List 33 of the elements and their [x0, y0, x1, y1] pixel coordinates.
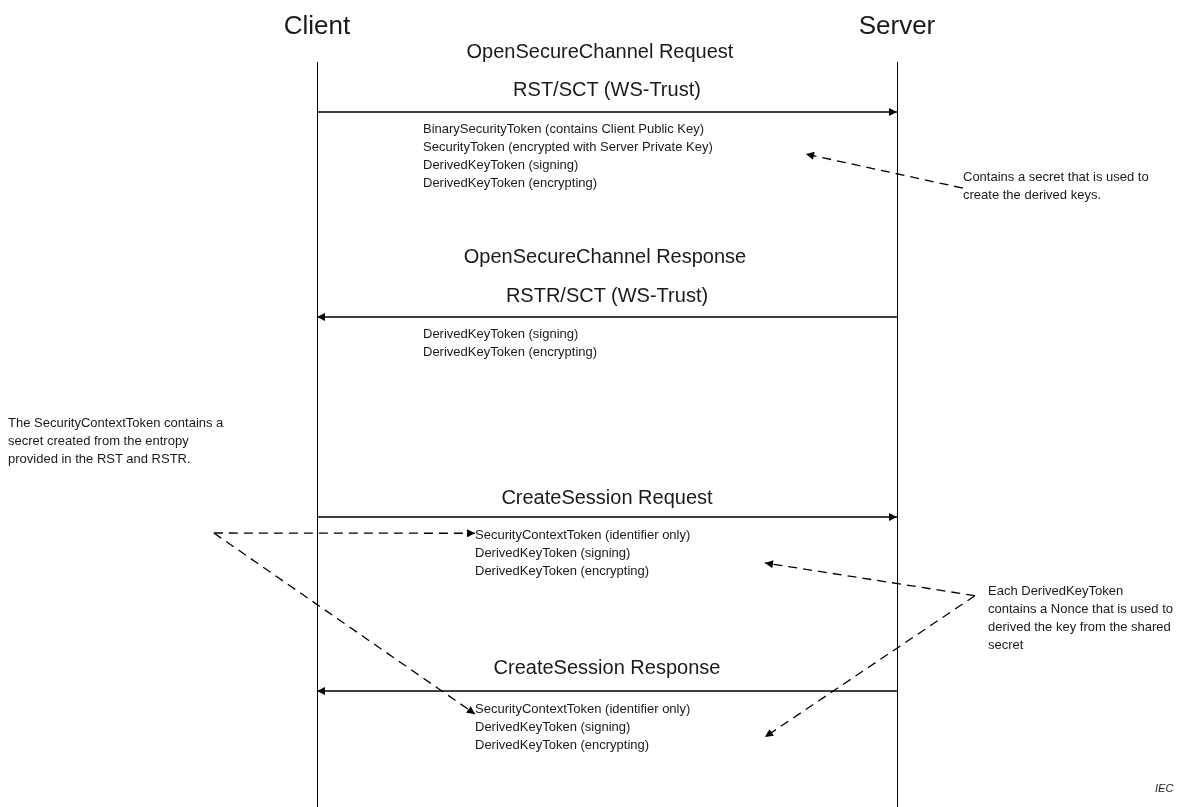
token-entry: SecurityContextToken (identifier only)	[475, 700, 692, 718]
token-entry: DerivedKeyToken (encrypting)	[475, 562, 651, 580]
token-entry: DerivedKeyToken (encrypting)	[475, 736, 651, 754]
source-mark: IEC	[1155, 782, 1174, 794]
participant-name: Client	[282, 10, 352, 41]
token-entry: DerivedKeyToken (signing)	[475, 544, 632, 562]
leader-line	[213, 529, 476, 538]
message-arrow	[316, 313, 898, 321]
token-entry: SecurityToken (encrypted with Server Private Key)	[423, 138, 714, 156]
message-arrow	[316, 687, 898, 695]
message-arrow	[316, 513, 898, 521]
leader-line	[805, 151, 964, 189]
message-name: OpenSecureChannel Response	[462, 245, 748, 268]
leader-line	[764, 560, 976, 597]
token-entry: DerivedKeyToken (signing)	[423, 156, 580, 174]
leader-line	[764, 595, 976, 738]
edge-label: CreateSession Request	[500, 486, 714, 509]
edge-label: RST/SCT (WS-Trust)	[512, 78, 702, 101]
leader-line	[213, 532, 476, 715]
token-entry: DerivedKeyToken (signing)	[475, 718, 632, 736]
note-text: Contains a secret that is used to create the derived keys.	[963, 168, 1153, 224]
edge-label: CreateSession Response	[492, 656, 722, 679]
edge-label: RSTR/SCT (WS-Trust)	[504, 284, 710, 307]
token-entry: DerivedKeyToken (encrypting)	[423, 343, 599, 361]
token-entry: BinarySecurityToken (contains Client Public Key)	[423, 120, 706, 138]
participant-name: Server	[857, 10, 937, 41]
token-entry: DerivedKeyToken (signing)	[423, 325, 580, 343]
note-text: Each DerivedKeyToken contains a Nonce that is used to derived the key from the shared secret	[975, 582, 1175, 658]
token-entry: SecurityContextToken (identifier only)	[475, 526, 692, 544]
message-name: OpenSecureChannel Request	[465, 40, 735, 63]
message-arrow	[316, 108, 898, 116]
note-text: The SecurityContextToken contains a secret created from the entropy provided in the RST and RSTR.	[8, 414, 233, 533]
token-entry: DerivedKeyToken (encrypting)	[423, 174, 599, 192]
